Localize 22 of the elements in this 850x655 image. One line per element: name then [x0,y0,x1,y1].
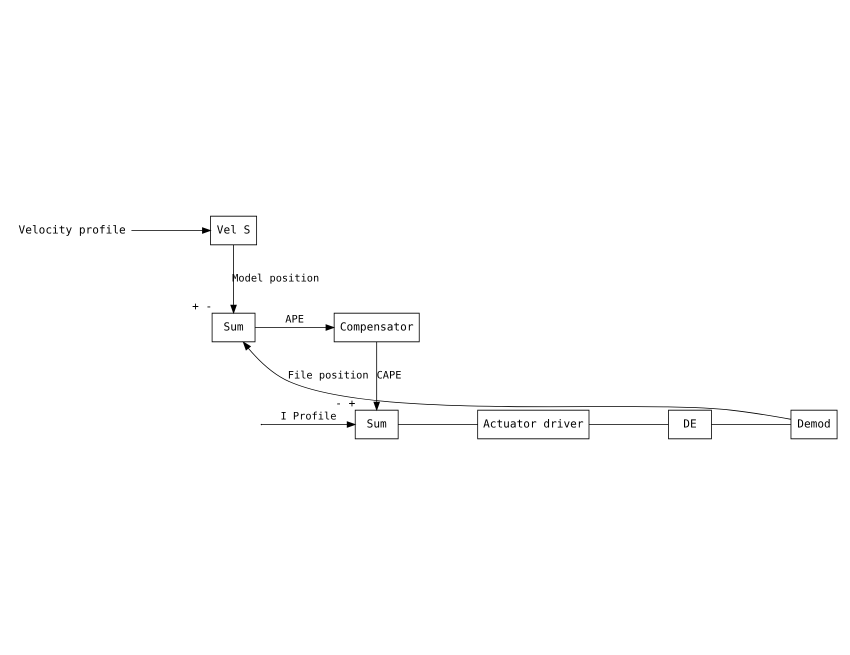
node-text: Velocity profile [18,223,126,236]
node-box: Sum [212,312,256,342]
node-label: + - [192,300,212,314]
arrow [131,227,212,234]
edge-label: I Profile [280,410,336,422]
connector [711,424,792,425]
node-box: Actuator driver [477,410,590,440]
arrow [242,341,792,420]
node-box: Demod [790,410,838,440]
node-label: - + [335,397,356,410]
arrow [254,324,336,331]
node-box: DE [668,410,712,440]
edge-label: APE [285,313,304,326]
arrow [230,244,237,314]
edge-label: CAPE [376,370,402,382]
node-box: Vel S [210,216,258,246]
node-box: Sum [354,410,399,440]
edge-label: File position [288,370,369,382]
arrow [373,342,380,412]
connector [398,424,478,425]
node-box: Compensator [334,312,420,342]
connector [588,424,669,425]
